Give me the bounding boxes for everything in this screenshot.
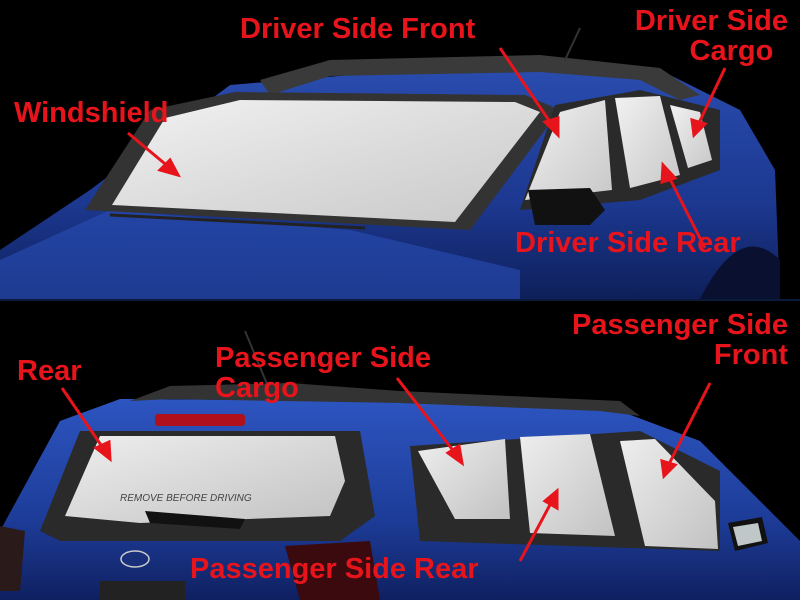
ford-badge-icon bbox=[120, 550, 150, 568]
passenger-front-window-shade bbox=[620, 439, 718, 549]
label-driver-side-cargo-line1: Driver Side bbox=[634, 5, 788, 37]
label-passenger-side-cargo: Passenger Side Cargo bbox=[215, 343, 431, 403]
label-passenger-side-front-line2: Front bbox=[713, 339, 788, 371]
windshield-shade bbox=[112, 100, 540, 222]
label-driver-side-rear: Driver Side Rear bbox=[515, 227, 741, 259]
label-passenger-side-front: Passenger Side Front bbox=[572, 310, 788, 370]
label-driver-side-cargo: Driver Side Cargo bbox=[635, 6, 788, 66]
label-passenger-side-front-line1: Passenger Side bbox=[572, 309, 788, 341]
label-driver-side-cargo-line2: Cargo bbox=[689, 35, 774, 67]
label-driver-side-front: Driver Side Front bbox=[240, 13, 476, 45]
shade-text: REMOVE BEFORE DRIVING bbox=[120, 493, 252, 504]
label-passenger-side-rear: Passenger Side Rear bbox=[190, 553, 479, 585]
label-rear: Rear bbox=[17, 355, 82, 387]
label-passenger-side-cargo-line1: Passenger Side bbox=[215, 342, 431, 374]
panel-divider bbox=[0, 299, 800, 301]
car-front-illustration bbox=[0, 27, 780, 299]
label-passenger-side-cargo-line2: Cargo bbox=[215, 372, 299, 404]
bottom-panel-rear-view: REMOVE BEFORE DRIVING Rear bbox=[0, 301, 800, 600]
label-windshield: Windshield bbox=[14, 97, 169, 129]
driver-front-window-shade bbox=[525, 100, 612, 200]
rear-window-shade bbox=[65, 436, 345, 523]
top-panel-front-view: Windshield Driver Side Front Driver Side… bbox=[0, 0, 800, 299]
passenger-rear-window-shade bbox=[520, 434, 615, 536]
passenger-cargo-window-shade bbox=[418, 439, 510, 519]
car-rear-illustration: REMOVE BEFORE DRIVING bbox=[0, 330, 800, 600]
